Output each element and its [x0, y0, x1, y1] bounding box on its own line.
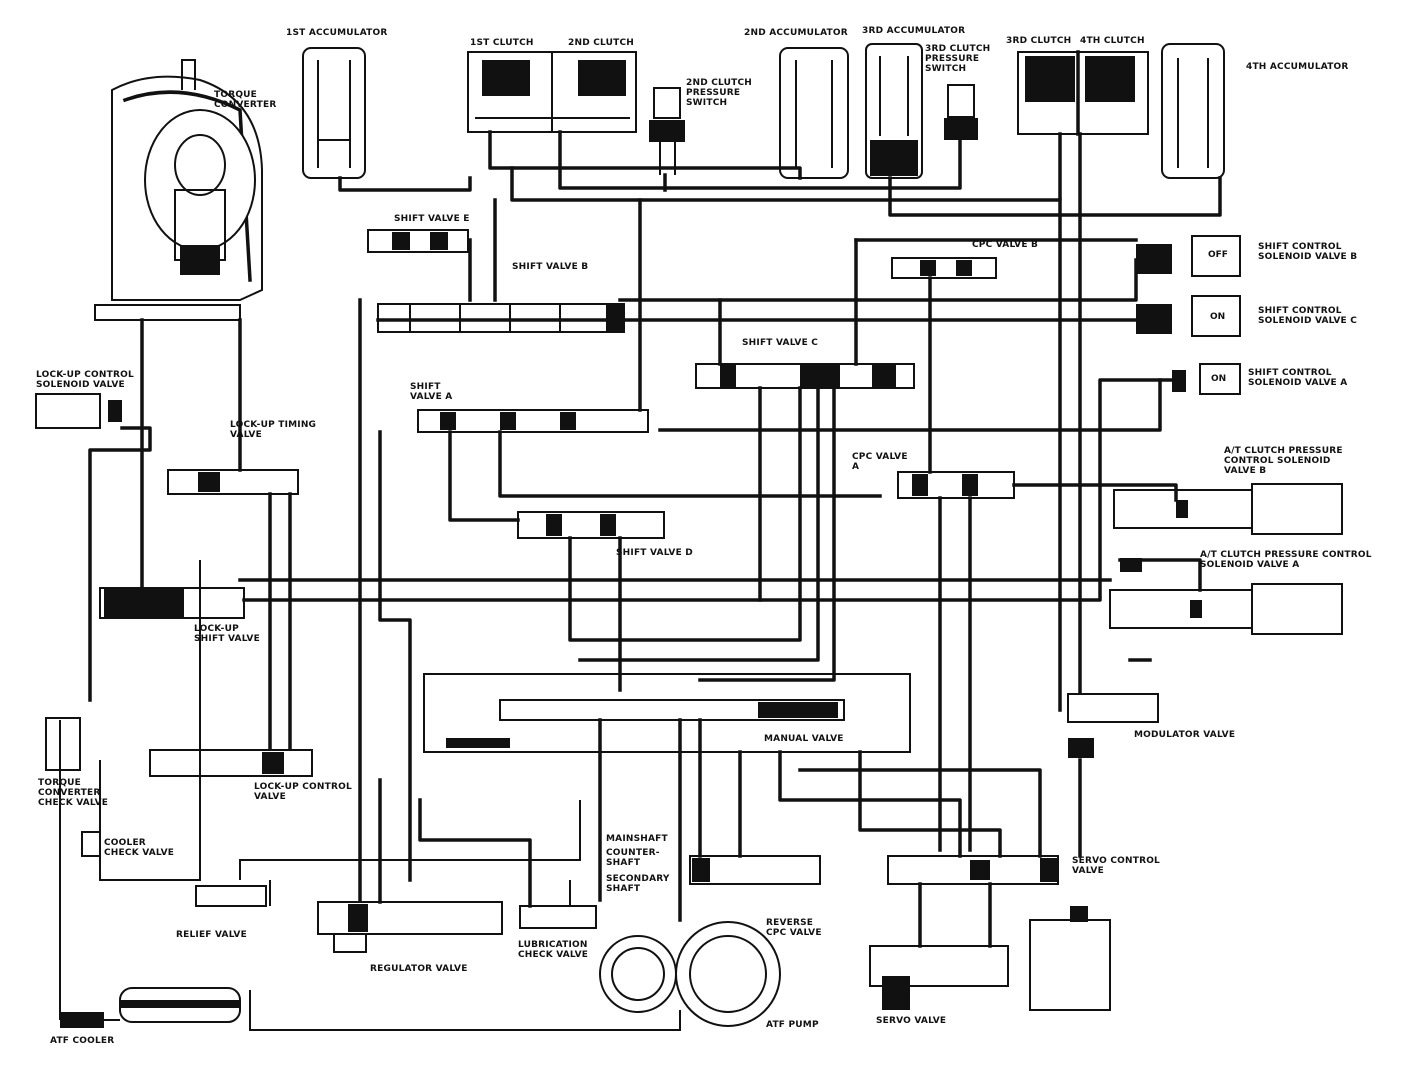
fluid-lines-top: [338, 130, 1222, 712]
reverse-cpc-valve-shape: [689, 855, 821, 885]
label-cooler-check-valve: COOLER CHECK VALVE: [104, 838, 175, 858]
label-lubrication-check-valve: LUBRICATION CHECK VALVE: [518, 940, 589, 960]
label-countershaft: COUNTER- SHAFT: [606, 848, 660, 868]
lockup-control-valve-shape: [149, 749, 313, 777]
second-accumulator-shape: [779, 47, 849, 179]
label-first-clutch: 1ST CLUTCH: [470, 38, 534, 48]
label-atf-cooler: ATF COOLER: [50, 1036, 115, 1046]
second-clutch-pressure-switch-shape: [649, 87, 685, 175]
torque-converter-shape: [94, 59, 263, 321]
servo-valve-shape: [869, 906, 1111, 1011]
label-lockup-timing-valve: LOCK-UP TIMING VALVE: [230, 420, 317, 440]
label-lockup-shift-valve: LOCK-UP SHIFT VALVE: [194, 624, 260, 644]
label-second-clutch-pressure-switch: 2ND CLUTCH PRESSURE SWITCH: [686, 78, 753, 108]
label-torque-converter-check-valve: TORQUE CONVERTER CHECK VALVE: [38, 778, 109, 808]
solenoid-b-state: OFF: [1208, 250, 1228, 260]
label-lockup-control-valve: LOCK-UP CONTROL VALVE: [254, 782, 352, 802]
cooler-check-valve-shape: [81, 831, 101, 857]
fluid-lines-middle: [88, 198, 1202, 902]
shift-control-solenoid-a-shape: [1172, 363, 1241, 395]
third-fourth-clutch-shape: [1017, 50, 1149, 136]
label-first-accumulator: 1ST ACCUMULATOR: [286, 28, 388, 38]
fluid-lines-lower: [59, 560, 1082, 1031]
shift-valve-d-shape: [517, 511, 665, 539]
modulator-valve-shape: [1067, 693, 1159, 758]
at-clutch-solenoid-b-shape: [1113, 483, 1343, 535]
fourth-accumulator-shape: [1161, 43, 1225, 179]
label-cpc-valve-a: CPC VALVE A: [852, 452, 908, 472]
at-clutch-solenoid-a-shape: [1109, 558, 1343, 635]
third-accumulator-shape: [865, 43, 923, 179]
label-shift-valve-a: SHIFT VALVE A: [410, 382, 453, 402]
solenoid-a-state: ON: [1211, 374, 1227, 384]
cpc-valve-b-shape: [891, 257, 997, 279]
label-relief-valve: RELIEF VALVE: [176, 930, 247, 940]
label-servo-control-valve: SERVO CONTROL VALVE: [1072, 856, 1160, 876]
torque-converter-check-valve-shape: [45, 717, 81, 771]
label-lockup-control-solenoid: LOCK-UP CONTROL SOLENOID VALVE: [36, 370, 134, 390]
servo-control-valve-shape: [887, 855, 1059, 885]
lockup-shift-valve-shape: [99, 587, 245, 619]
label-regulator-valve: REGULATOR VALVE: [370, 964, 468, 974]
first-second-clutch-shape: [467, 51, 637, 133]
lockup-timing-valve-shape: [167, 469, 299, 495]
shift-control-solenoid-b-shape: [1136, 235, 1241, 277]
shift-valve-a-shape: [417, 409, 649, 433]
atf-pump-shape: [599, 921, 781, 1027]
label-shift-valve-c: SHIFT VALVE C: [742, 338, 819, 348]
label-third-clutch: 3RD CLUTCH: [1006, 36, 1072, 46]
label-servo-valve: SERVO VALVE: [876, 1016, 947, 1026]
label-third-accumulator: 3RD ACCUMULATOR: [862, 26, 966, 36]
label-modulator-valve: MODULATOR VALVE: [1134, 730, 1236, 740]
relief-valve-shape: [195, 885, 267, 907]
label-third-clutch-pressure-switch: 3RD CLUTCH PRESSURE SWITCH: [925, 44, 991, 74]
lubrication-check-valve-shape: [519, 905, 597, 929]
label-shift-control-solenoid-c: SHIFT CONTROL SOLENOID VALVE C: [1258, 306, 1358, 326]
label-shift-control-solenoid-b: SHIFT CONTROL SOLENOID VALVE B: [1258, 242, 1358, 262]
shift-control-solenoid-c-shape: [1136, 295, 1241, 337]
label-mainshaft: MAINSHAFT: [606, 834, 668, 844]
label-at-clutch-solenoid-b: A/T CLUTCH PRESSURE CONTROL SOLENOID VAL…: [1224, 446, 1343, 476]
lockup-control-solenoid-shape: [35, 393, 122, 429]
label-second-accumulator: 2ND ACCUMULATOR: [744, 28, 848, 38]
shift-valve-e-shape: [367, 229, 469, 253]
label-fourth-accumulator: 4TH ACCUMULATOR: [1246, 62, 1349, 72]
solenoid-c-state: ON: [1210, 312, 1226, 322]
shift-valve-c-shape: [695, 363, 915, 389]
label-secondary-shaft: SECONDARY SHAFT: [606, 874, 670, 894]
label-shift-control-solenoid-a: SHIFT CONTROL SOLENOID VALVE A: [1248, 368, 1348, 388]
label-shift-valve-e: SHIFT VALVE E: [394, 214, 470, 224]
shift-valve-b-shape: [377, 303, 625, 333]
atf-cooler-shape: [60, 987, 241, 1028]
cpc-valve-a-shape: [897, 471, 1015, 499]
label-second-clutch: 2ND CLUTCH: [568, 38, 635, 48]
regulator-valve-shape: [317, 901, 503, 953]
label-atf-pump: ATF PUMP: [766, 1020, 819, 1030]
label-cpc-valve-b: CPC VALVE B: [972, 240, 1039, 250]
label-torque-converter: TORQUE CONVERTER: [214, 90, 277, 110]
first-accumulator-shape: [302, 47, 366, 179]
label-reverse-cpc-valve: REVERSE CPC VALVE: [766, 918, 822, 938]
label-fourth-clutch: 4TH CLUTCH: [1080, 36, 1145, 46]
label-shift-valve-b: SHIFT VALVE B: [512, 262, 589, 272]
third-clutch-pressure-switch-shape: [944, 84, 978, 140]
manual-valve-shape: [423, 673, 911, 753]
label-shift-valve-d: SHIFT VALVE D: [616, 548, 693, 558]
label-manual-valve: MANUAL VALVE: [764, 734, 844, 744]
label-at-clutch-solenoid-a: A/T CLUTCH PRESSURE CONTROL SOLENOID VAL…: [1200, 550, 1372, 570]
